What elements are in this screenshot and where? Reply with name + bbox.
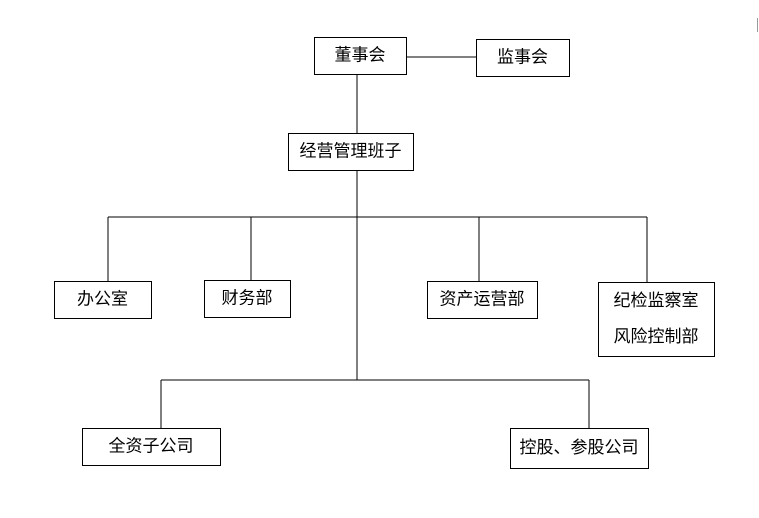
org-box-label: 纪检监察室 — [614, 291, 699, 311]
org-box-label: 经营管理班子 — [300, 142, 402, 162]
org-box-label: 风险控制部 — [614, 327, 699, 347]
org-box-label: 董事会 — [335, 46, 386, 66]
org-box — [476, 39, 570, 77]
org-box — [54, 281, 152, 319]
org-node-office: 办公室 — [54, 281, 152, 319]
connector-lines — [107, 56, 648, 428]
org-box — [598, 282, 715, 357]
org-node-management: 经营管理班子 — [288, 133, 414, 171]
org-box-label: 控股、参股公司 — [520, 438, 639, 458]
org-box — [427, 281, 538, 319]
org-box — [314, 37, 407, 75]
org-node-asset-ops: 资产运营部 — [427, 281, 538, 319]
org-box — [510, 428, 649, 469]
org-node-finance: 财务部 — [204, 280, 291, 318]
org-node-holding: 控股、参股公司 — [510, 428, 649, 469]
org-box-label: 监事会 — [497, 48, 548, 68]
org-box-label: 资产运营部 — [440, 290, 525, 310]
org-node-wholly-owned: 全资子公司 — [82, 428, 221, 466]
org-box — [288, 133, 414, 171]
org-node-board: 董事会 — [314, 37, 407, 75]
org-node-supervisors: 监事会 — [476, 39, 570, 77]
org-box-label: 全资子公司 — [109, 437, 194, 457]
org-box-label: 财务部 — [222, 289, 273, 309]
org-box-label: 办公室 — [77, 290, 128, 310]
org-box — [204, 280, 291, 318]
page-edge-marker — [757, 18, 758, 32]
org-box — [82, 428, 221, 466]
